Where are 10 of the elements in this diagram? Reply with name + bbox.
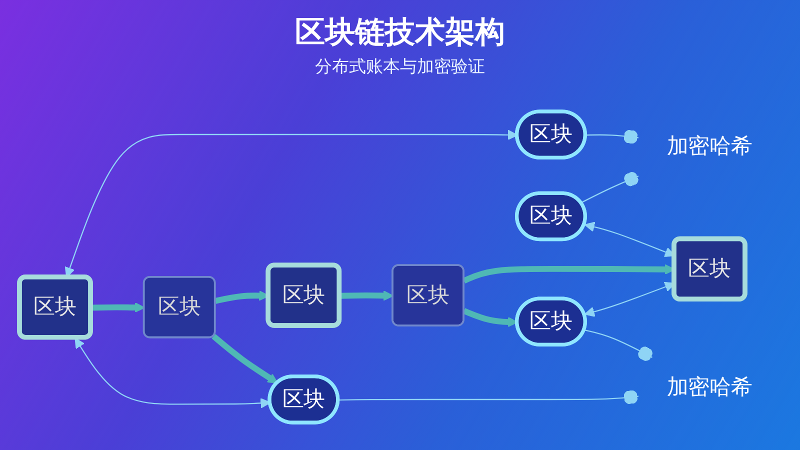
node-text: 加密哈希 — [666, 134, 752, 159]
connector — [580, 172, 639, 204]
title: 区块链技术架构 — [295, 14, 505, 52]
connector — [584, 329, 652, 361]
connector — [586, 130, 638, 144]
node-text: 加密哈希 — [666, 375, 752, 400]
subtitle: 分布式账本与加密验证 — [315, 56, 485, 78]
arrow — [91, 302, 145, 313]
arrow — [212, 334, 278, 384]
connector — [338, 390, 638, 404]
